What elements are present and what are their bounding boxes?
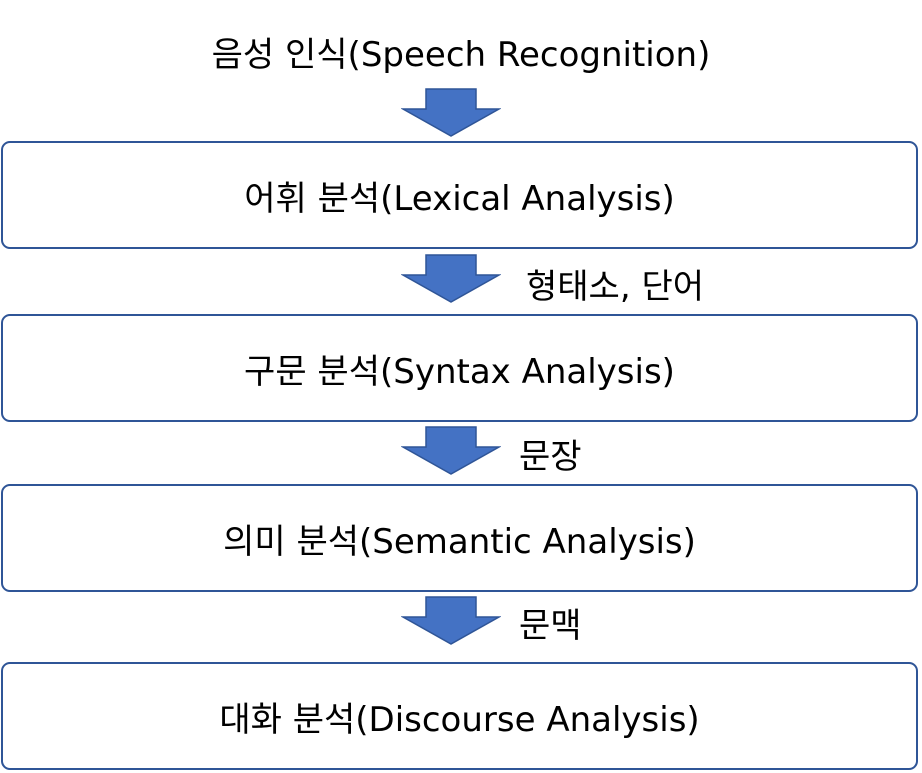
down-arrow-icon — [401, 426, 501, 475]
stage-box-semantic: 의미 분석(Semantic Analysis) — [1, 484, 918, 592]
arrow-3 — [401, 426, 501, 476]
arrow-1 — [401, 88, 501, 138]
title: 음성 인식(Speech Recognition) — [211, 35, 711, 75]
arrow-4 — [401, 596, 501, 646]
stage-box-discourse: 대화 분석(Discourse Analysis) — [1, 662, 918, 770]
stage-box-lexical: 어휘 분석(Lexical Analysis) — [1, 141, 918, 249]
stage-label: 의미 분석(Semantic Analysis) — [223, 521, 696, 562]
arrow-label-context: 문맥 — [519, 606, 582, 646]
arrow-label-morpheme: 형태소, 단어 — [526, 267, 705, 307]
arrow-2 — [401, 254, 501, 304]
down-arrow-icon — [401, 88, 501, 137]
down-arrow-icon — [401, 254, 501, 303]
stage-label: 어휘 분석(Lexical Analysis) — [244, 178, 675, 219]
stage-box-syntax: 구문 분석(Syntax Analysis) — [1, 314, 918, 422]
down-arrow-icon — [401, 596, 501, 645]
arrow-label-sentence: 문장 — [519, 437, 582, 477]
stage-label: 구문 분석(Syntax Analysis) — [244, 351, 675, 392]
stage-label: 대화 분석(Discourse Analysis) — [219, 699, 700, 740]
